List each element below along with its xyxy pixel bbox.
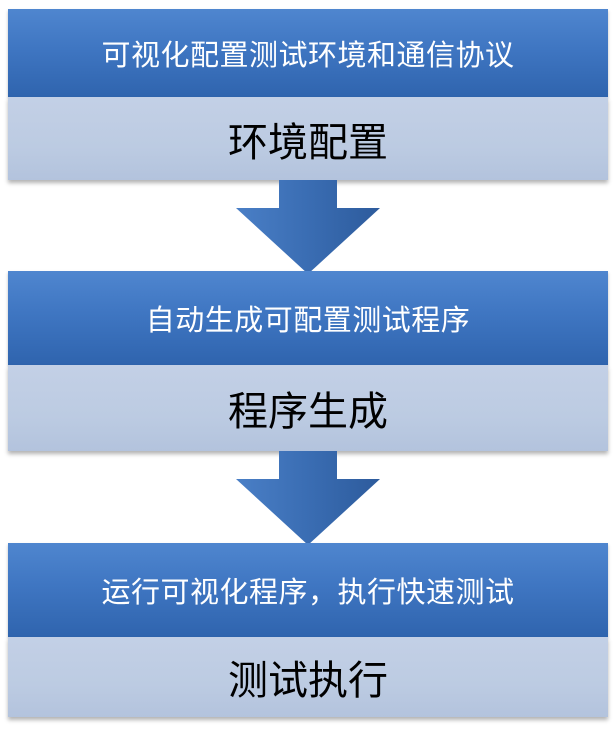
down-arrow-icon-1 (236, 180, 380, 274)
step-3-label: 测试执行 (228, 658, 388, 704)
step-1-label-bar: 环境配置 (8, 97, 608, 180)
step-3-description-bar: 运行可视化程序，执行快速测试 (8, 543, 608, 637)
step-2-description: 自动生成可配置测试程序 (145, 303, 471, 337)
step-3-label-bar: 测试执行 (8, 637, 608, 717)
step-1-label: 环境配置 (228, 119, 388, 166)
step-3-description: 运行可视化程序，执行快速测试 (101, 575, 515, 609)
step-1-description: 可视化配置测试环境和通信协议 (101, 38, 515, 72)
step-2-description-bar: 自动生成可配置测试程序 (8, 271, 608, 365)
step-1-description-bar: 可视化配置测试环境和通信协议 (8, 9, 608, 97)
step-2-label: 程序生成 (228, 389, 388, 435)
down-arrow-icon-2 (236, 451, 380, 545)
step-2-label-bar: 程序生成 (8, 365, 608, 451)
